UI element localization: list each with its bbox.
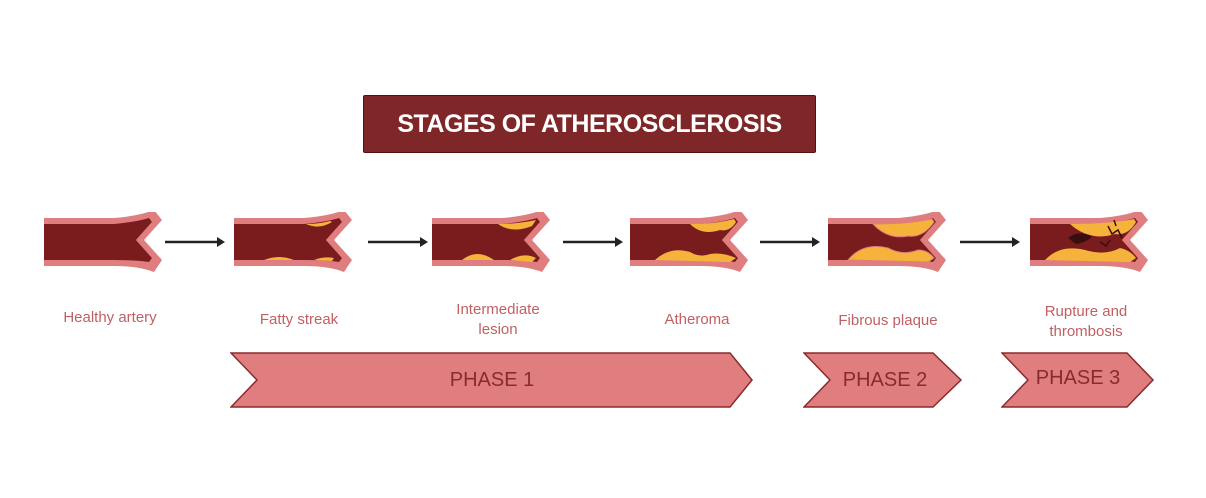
artery-fibrous-plaque-icon: [828, 212, 946, 272]
arrow-icon: [563, 237, 623, 247]
title-banner: STAGES OF ATHEROSCLEROSIS: [363, 95, 816, 153]
artery-atheroma-icon: [630, 212, 748, 272]
stage-label-fatty-streak: Fatty streak: [259, 311, 339, 328]
arrow-icon: [165, 237, 225, 247]
phase-1-label: PHASE 1: [449, 369, 535, 391]
stage-label-healthy-artery: Healthy artery: [63, 309, 157, 326]
phase-2-label: PHASE 2: [842, 369, 928, 391]
stage-label-rupture-thrombosis: Rupture and thrombosis: [1006, 302, 1166, 342]
page-title: STAGES OF ATHEROSCLEROSIS: [397, 109, 782, 138]
arrow-icon: [960, 237, 1020, 247]
label-line: Intermediate: [456, 301, 540, 318]
phase-3-label: PHASE 3: [1035, 367, 1121, 389]
phase-1-chevron: [230, 352, 753, 408]
stage-label-fibrous-plaque: Fibrous plaque: [838, 312, 938, 329]
artery-rupture-thrombosis-icon: [1030, 212, 1148, 272]
phase-2-chevron: [803, 352, 963, 408]
artery-intermediate-lesion-icon: [432, 212, 550, 272]
label-line: Rupture and: [1044, 303, 1128, 320]
artery-healthy-icon: [44, 212, 162, 272]
label-line: lesion: [478, 321, 518, 338]
arrow-icon: [760, 237, 820, 247]
arrow-icon: [368, 237, 428, 247]
stage-label-intermediate-lesion: Intermediate lesion: [418, 300, 578, 340]
stage-label-atheroma: Atheroma: [664, 311, 730, 328]
phase-3-chevron: [1001, 352, 1155, 408]
label-line: thrombosis: [1049, 323, 1123, 340]
artery-fatty-streak-icon: [234, 212, 352, 272]
